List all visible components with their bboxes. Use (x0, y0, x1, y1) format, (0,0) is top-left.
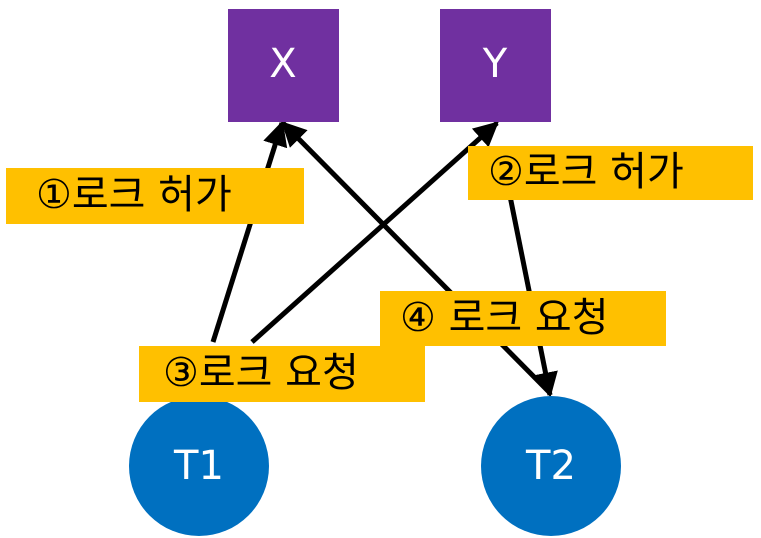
edge-t1-to-y (250, 121, 499, 344)
edge-t2-to-x (281, 121, 552, 395)
resource-node-x: X (228, 9, 339, 122)
edge-label-1-text: ①로크 허가 (36, 172, 232, 218)
transaction-t2-label: T2 (525, 443, 576, 489)
edges (210, 120, 558, 398)
edge-label-2-text: ②로크 허가 (488, 149, 684, 195)
resource-node-y: Y (440, 9, 551, 122)
edge-label-1: ①로크 허가 (6, 168, 304, 224)
resource-y-label: Y (482, 41, 508, 87)
transaction-t1-label: T1 (173, 443, 224, 489)
edge-label-3-text: ③로크 요청 (163, 350, 359, 396)
edge-label-3: ③로크 요청 (139, 346, 425, 402)
edge-label-2: ②로크 허가 (468, 146, 753, 200)
transaction-node-t2: T2 (481, 396, 621, 536)
edge-label-4-text: ④ 로크 요청 (400, 295, 609, 341)
edge-label-4: ④ 로크 요청 (380, 291, 666, 346)
edge-t1-to-x (210, 120, 288, 343)
transaction-node-t1: T1 (129, 396, 269, 536)
resource-x-label: X (269, 41, 296, 87)
